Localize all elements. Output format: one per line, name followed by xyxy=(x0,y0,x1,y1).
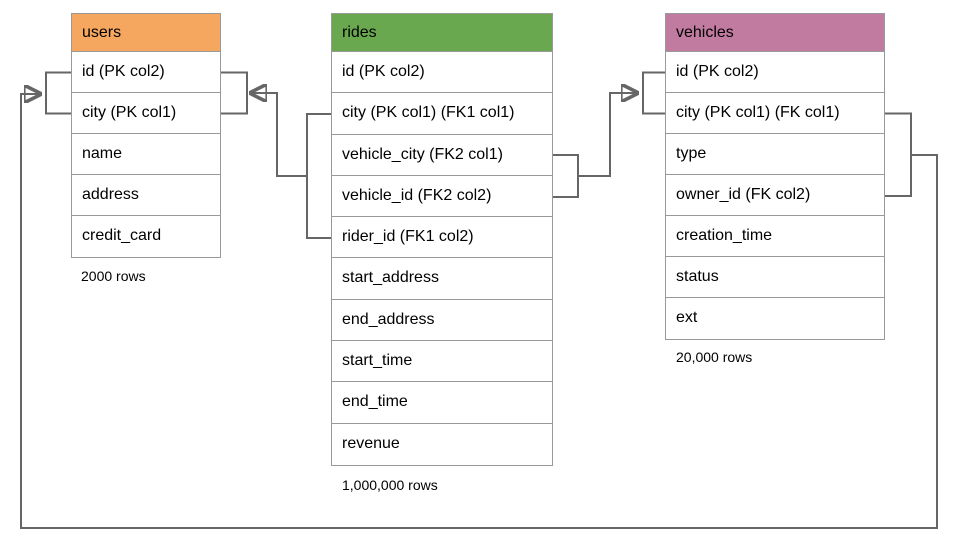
users-row-city: city (PK col1) xyxy=(72,93,220,134)
rides-row-end-address: end_address xyxy=(332,299,552,342)
rides-row-city: city (PK col1) (FK1 col1) xyxy=(332,93,552,135)
rides-row-start-time: start_time xyxy=(332,341,552,383)
fk-rides-vehicles-connector xyxy=(553,71,665,198)
vehicles-row-status: status xyxy=(666,257,884,298)
rides-fk1-bracket xyxy=(306,113,331,239)
rides-row-id: id (PK col2) xyxy=(332,52,552,94)
rides-row-rider-id: rider_id (FK1 col2) xyxy=(332,217,552,259)
vehicles-table-header: vehicles xyxy=(666,14,884,52)
users-row-id: id (PK col2) xyxy=(72,52,220,93)
users-pk-left-bracket xyxy=(45,71,71,115)
users-pk-right-bracket xyxy=(221,71,248,115)
users-row-name: name xyxy=(72,134,220,175)
vehicles-row-city: city (PK col1) (FK col1) xyxy=(666,93,884,134)
rides-row-end-time: end_time xyxy=(332,382,552,424)
users-row-count: 2000 rows xyxy=(81,268,146,284)
users-row-credit-card: credit_card xyxy=(72,216,220,257)
rides-vehicles-elbow-arrow xyxy=(578,93,637,177)
rides-table-header: rides xyxy=(332,14,552,52)
rides-users-elbow-arrow xyxy=(251,93,307,177)
rides-row-revenue: revenue xyxy=(332,423,552,465)
rides-row-vehicle-city: vehicle_city (FK2 col1) xyxy=(332,134,552,176)
users-row-address: address xyxy=(72,175,220,216)
vehicles-row-creation-time: creation_time xyxy=(666,216,884,257)
fk-rides-users-connector xyxy=(221,71,331,239)
vehicles-row-id: id (PK col2) xyxy=(666,52,884,93)
vehicles-pk-left-bracket xyxy=(642,71,665,115)
vehicles-row-owner-id: owner_id (FK col2) xyxy=(666,175,884,216)
vehicles-row-type: type xyxy=(666,134,884,175)
table-rides: rides id (PK col2) city (PK col1) (FK1 c… xyxy=(331,13,553,466)
vehicles-fk-bracket xyxy=(885,112,912,197)
table-vehicles: vehicles id (PK col2) city (PK col1) (FK… xyxy=(665,13,885,340)
users-table-header: users xyxy=(72,14,220,52)
rides-row-vehicle-id: vehicle_id (FK2 col2) xyxy=(332,175,552,218)
rides-fk2-bracket xyxy=(553,154,579,198)
vehicles-row-ext: ext xyxy=(666,298,884,339)
rides-row-count: 1,000,000 rows xyxy=(342,477,438,493)
vehicles-row-count: 20,000 rows xyxy=(676,349,753,365)
table-users: users id (PK col2) city (PK col1) name a… xyxy=(71,13,221,258)
rides-row-start-address: start_address xyxy=(332,258,552,300)
